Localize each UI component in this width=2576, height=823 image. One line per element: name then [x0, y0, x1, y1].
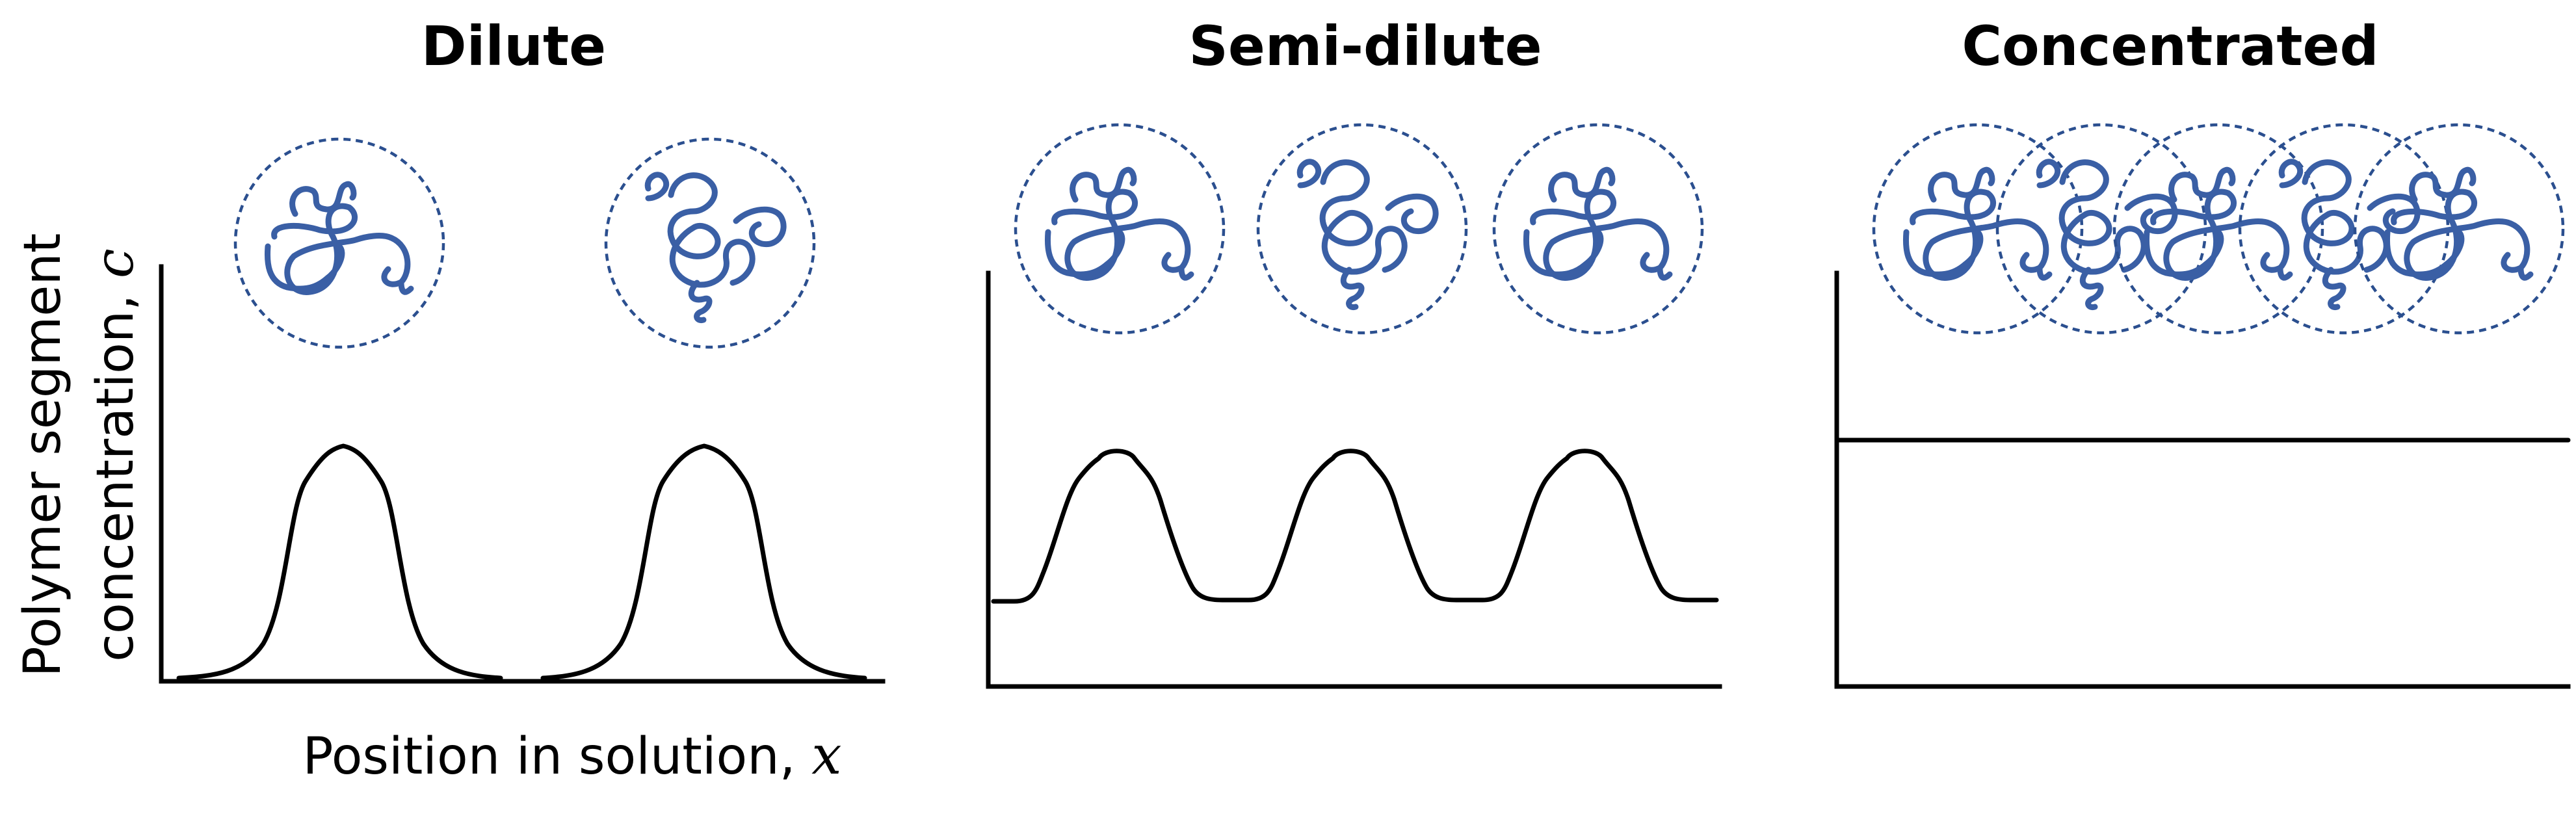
dilute-concentration-profile [176, 443, 867, 681]
semi-dilute-coil-boundary-3 [1492, 123, 1704, 335]
dilute-coil-boundary-1 [233, 137, 445, 349]
concentrated-coil-boundary-5 [2353, 123, 2565, 335]
concentrated-polymer-coil-1 [1906, 170, 2049, 278]
dilute-polymer-coil-1 [267, 184, 411, 292]
concentrated-coil-boundary-4 [2238, 123, 2450, 335]
panel-title-dilute: Dilute [421, 14, 606, 78]
semi-dilute-concentration-profile [991, 449, 1719, 604]
semi-dilute-axes [986, 270, 1722, 689]
panel-title-semi-dilute: Semi-dilute [1189, 14, 1542, 78]
x-axis-label-text: Position in solution, [302, 727, 811, 786]
x-axis-label: Position in solution, x [302, 725, 841, 787]
y-axis-label-line2: concentration, c [84, 248, 146, 662]
concentrated-polymer-coil-5 [2387, 170, 2530, 278]
y-axis-label-line1: Polymer segment [14, 233, 72, 677]
semi-dilute-coil-boundary-1 [1014, 123, 1226, 335]
concentrated-polymer-coil-2 [2039, 162, 2175, 307]
panel-semi-dilute [986, 123, 1722, 689]
panel-concentrated [1834, 123, 2571, 689]
semi-dilute-polymer-coil-3 [1526, 170, 1670, 278]
concentrated-polymer-coil-4 [2281, 162, 2417, 307]
concentrated-axes [1834, 270, 2571, 689]
y-axis-variable: c [84, 248, 146, 278]
dilute-polymer-coil-2 [648, 175, 783, 320]
concentrated-coil-boundary-1 [1872, 123, 2084, 335]
concentrated-coil-boundary-3 [2112, 123, 2324, 335]
concentrated-coil-boundary-2 [1995, 123, 2207, 335]
semi-dilute-polymer-coil-1 [1047, 170, 1191, 278]
dilute-coil-boundary-2 [604, 137, 816, 349]
y-axis-label: Polymer segment concentration, c [14, 233, 146, 677]
semi-dilute-coil-boundary-2 [1256, 123, 1468, 335]
x-axis-variable: x [811, 725, 841, 787]
panel-dilute [159, 137, 886, 684]
dilute-axes [159, 264, 886, 684]
panel-title-concentrated: Concentrated [1962, 14, 2378, 78]
semi-dilute-polymer-coil-2 [1300, 162, 1436, 307]
y-axis-label-line2-text: concentration, [86, 278, 145, 662]
